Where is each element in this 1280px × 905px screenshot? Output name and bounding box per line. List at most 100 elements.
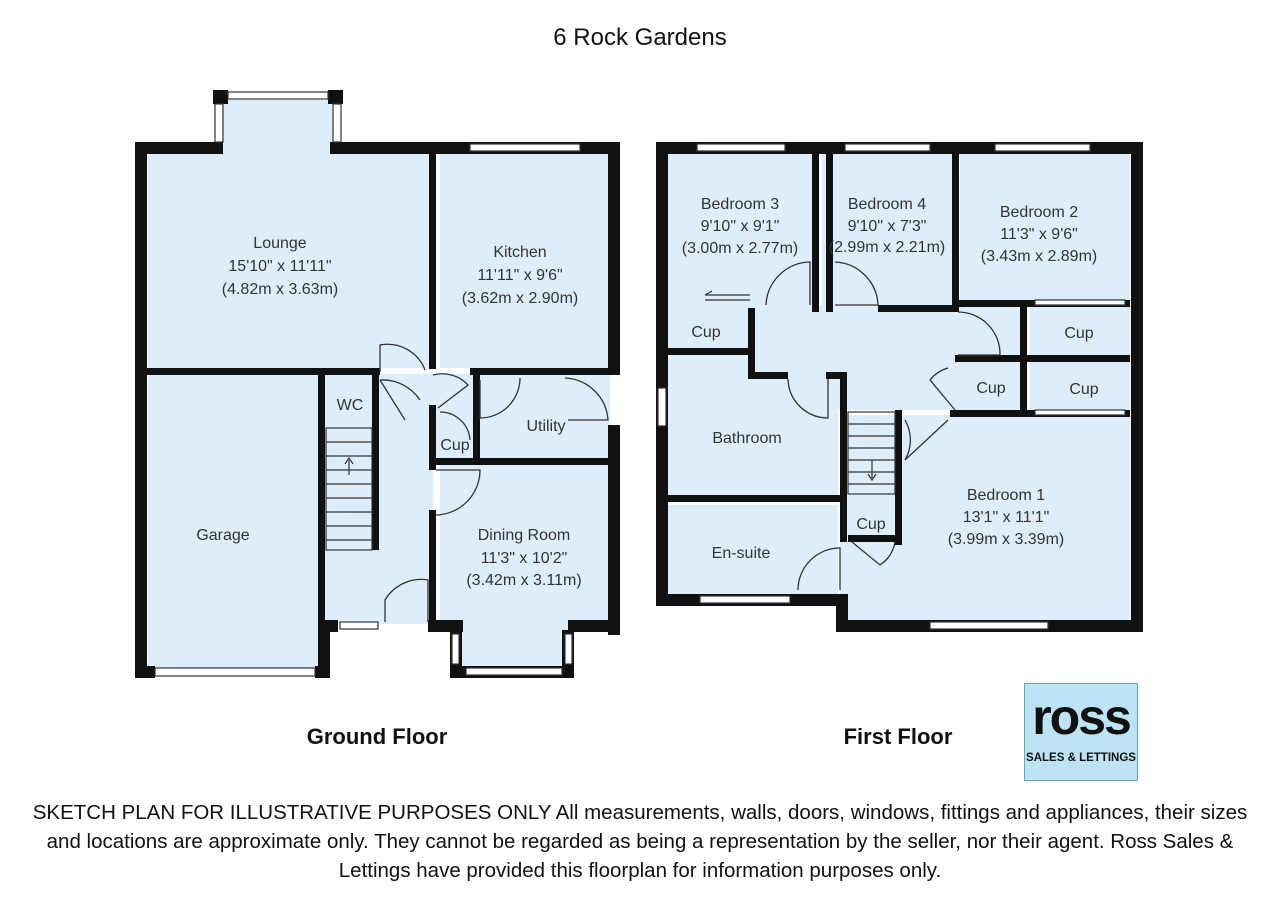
ff-door-cup-landing <box>929 367 956 411</box>
ff-wall-cup-right <box>748 308 755 378</box>
bedroom4-name: Bedroom 4 <box>848 196 926 213</box>
ff-wall-bath-top2 <box>826 372 846 379</box>
gf-wall-kitchen-utility <box>470 368 610 375</box>
lounge-area <box>148 153 433 368</box>
bedroom3-metric: (3.00m x 2.77m) <box>682 240 798 257</box>
kitchen-imperial: 11'11" x 9'6" <box>477 267 562 284</box>
gf-staircase <box>325 427 373 551</box>
ff-wall-b4-b2 <box>952 154 959 312</box>
lounge-name: Lounge <box>253 235 306 252</box>
ff-sliding-door-bedroom3 <box>704 290 750 301</box>
bedroom4-area <box>822 153 952 305</box>
gf-cup-name: Cup <box>440 437 469 454</box>
ground-floor-label: Ground Floor <box>307 724 448 749</box>
gf-wall-hall-bottom-right <box>428 620 463 632</box>
dining-area <box>440 465 610 625</box>
gf-door-lounge <box>379 343 426 372</box>
kitchen-metric: (3.62m x 2.90m) <box>462 290 578 307</box>
gf-window-hall <box>339 621 379 630</box>
gf-window-dining-bay <box>465 667 563 676</box>
ff-staircase <box>847 411 896 495</box>
ff-door-ensuite <box>797 547 841 591</box>
ensuite-area <box>668 505 838 600</box>
gf-wall-lounge-garage <box>147 368 380 375</box>
bedroom1-name: Bedroom 1 <box>967 487 1045 504</box>
bedroom1-area <box>840 415 1130 620</box>
wc-name: WC <box>337 397 364 414</box>
dining-name: Dining Room <box>478 527 570 544</box>
property-title: 6 Rock Gardens <box>553 24 726 51</box>
ff-wall-cup-mid <box>1020 355 1130 362</box>
ff-door-bedroom2 <box>957 311 1001 356</box>
gf-wall-hall-dining <box>429 510 436 625</box>
ff-wall-bath-right <box>840 372 847 542</box>
ff-cup-bedroom1: Cup <box>856 516 885 533</box>
gf-window-dining-bay-left <box>451 633 460 665</box>
gf-wall-hall-bottom-left <box>318 620 338 632</box>
utility-name: Utility <box>526 418 565 435</box>
garage-name: Garage <box>196 527 249 544</box>
lounge-metric: (4.82m x 3.63m) <box>222 281 338 298</box>
bedroom3-imperial: 9'10" x 9'1" <box>701 218 780 235</box>
ff-wall-landing-cup <box>955 355 1025 362</box>
gf-wall-garage-bottom-left <box>135 666 155 678</box>
dining-bay-area <box>462 620 570 670</box>
ff-wall-right <box>1131 142 1143 632</box>
gf-window-lounge-bay-left <box>214 103 224 143</box>
gf-wall-left <box>135 142 147 678</box>
gf-wall-lounge-kitchen <box>429 154 436 369</box>
ff-door-cup-b1 <box>851 541 896 566</box>
bedroom2-name: Bedroom 2 <box>1000 204 1078 221</box>
ff-window-bedroom4 <box>844 143 931 152</box>
dining-imperial: 11'3" x 10'2" <box>481 550 568 567</box>
ff-wall-ensuite-right <box>840 500 847 540</box>
gf-door-kitchen-hall <box>432 373 469 409</box>
ff-cup-bedroom3: Cup <box>691 324 720 341</box>
gf-door-front <box>384 578 429 622</box>
garage-area <box>148 374 318 672</box>
logo-wordmark: ross <box>1032 689 1132 745</box>
gf-window-dining-bay-right <box>564 633 573 665</box>
utility-area <box>433 374 610 459</box>
dining-metric: (3.42m x 3.11m) <box>466 572 581 589</box>
ff-wall-b1-cup <box>848 535 898 542</box>
bedroom1-imperial: 13'1" x 11'1" <box>963 509 1050 526</box>
ff-window-bedroom1 <box>929 621 1049 630</box>
ff-door-bathroom <box>787 378 829 419</box>
ff-window-side <box>657 387 667 427</box>
gf-door-cup <box>439 411 471 441</box>
gf-wall-garage-right <box>318 620 330 678</box>
ff-cup-landing: Cup <box>976 380 1005 397</box>
gf-wall-wc-stair <box>372 375 379 550</box>
gf-wall-right-upper <box>608 142 620 375</box>
ff-sliding-cup-b2 <box>1034 299 1126 306</box>
kitchen-area <box>440 153 610 368</box>
bathroom-name: Bathroom <box>712 430 781 447</box>
bedroom4-imperial: 9'10" x 7'3" <box>848 218 927 235</box>
gf-wall-dining-bottom-right <box>568 620 620 632</box>
gf-bay-corner-right <box>328 90 343 104</box>
ff-wall-cup-bath <box>668 348 755 355</box>
ff-window-ensuite <box>699 595 791 604</box>
bedroom4-metric: (2.99m x 2.21m) <box>829 239 945 256</box>
ground-floor-plan: Lounge 15'10" x 11'11" (4.82m x 3.63m) K… <box>135 90 620 749</box>
ff-wall-bath-ensuite <box>668 495 846 502</box>
ff-wall-b3-b4 <box>812 154 819 312</box>
bedroom2-area <box>960 153 1130 303</box>
gf-wall-garage-hall <box>318 368 325 622</box>
gf-wall-right-lower <box>608 425 620 635</box>
ross-logo: ross SALES & LETTINGS <box>1024 683 1138 781</box>
lounge-imperial: 15'10" x 11'11" <box>228 258 331 275</box>
bedroom3-name: Bedroom 3 <box>701 196 779 213</box>
ff-wall-stair-right <box>895 410 902 545</box>
bedroom2-metric: (3.43m x 2.89m) <box>981 248 1097 265</box>
lounge-bay-area <box>220 100 335 155</box>
ff-cup-bedroom2: Cup <box>1064 325 1093 342</box>
gf-window-kitchen <box>469 143 581 152</box>
first-floor-plan: Bedroom 3 9'10" x 9'1" (3.00m x 2.77m) B… <box>656 142 1143 749</box>
gf-wall-utility-dining <box>433 458 610 465</box>
gf-garage-door <box>154 667 316 677</box>
ensuite-name: En-suite <box>712 545 771 562</box>
ff-door-bedroom4 <box>834 261 879 306</box>
